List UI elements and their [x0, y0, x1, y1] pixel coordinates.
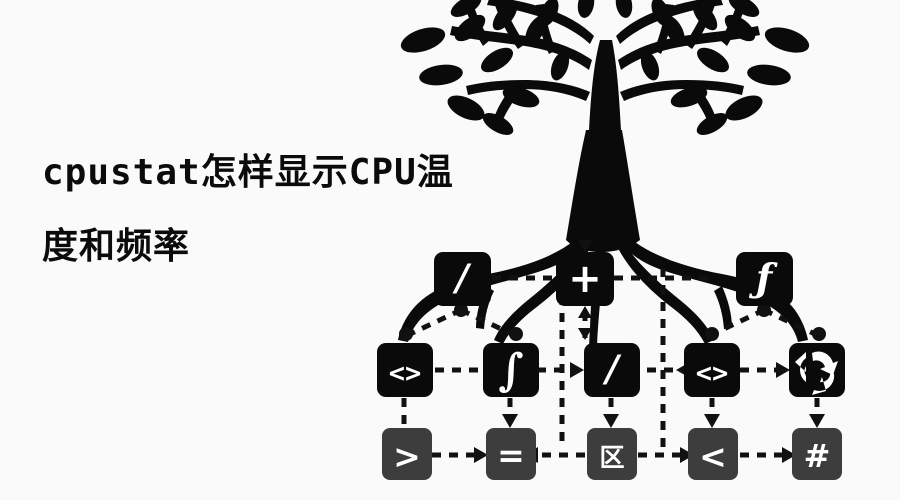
leaf — [419, 64, 463, 86]
arrowhead-right — [680, 447, 694, 463]
leaf — [502, 86, 540, 108]
node-cjk-block[interactable]: 区 — [587, 428, 637, 480]
node-box — [483, 343, 539, 397]
branch-left-lower — [466, 80, 590, 101]
root-right-branchlet — [714, 286, 732, 329]
node-box — [486, 428, 536, 480]
leaf — [492, 1, 518, 31]
tree-illustration — [398, 0, 810, 360]
junction-dot — [705, 327, 719, 341]
integral-icon: ∫ — [498, 345, 523, 396]
equals-icon: = — [497, 436, 525, 475]
node-greater-than[interactable]: > — [382, 428, 432, 480]
arrowhead-down — [809, 414, 825, 428]
code-brackets-icon: <> — [696, 358, 729, 389]
junction-dot — [454, 303, 468, 317]
root-right-inner — [619, 246, 714, 344]
node-box — [688, 428, 738, 480]
arrowhead-right — [776, 362, 790, 378]
leaf — [670, 86, 708, 108]
leaf — [400, 27, 446, 53]
arrowhead-down — [704, 414, 720, 428]
arrowhead-down — [578, 328, 592, 340]
divide-slash-icon: / — [602, 348, 622, 390]
arrowhead-right — [474, 447, 488, 463]
hash-icon: # — [804, 437, 831, 475]
less-than-icon: < — [699, 437, 727, 476]
junction-dot — [757, 303, 771, 317]
cjk-glyph-icon: 区 — [599, 443, 624, 472]
title-line-1: cpustat怎样显示CPU温 — [42, 152, 454, 193]
node-box — [792, 428, 842, 480]
plus-icon: + — [568, 256, 602, 302]
leaf — [697, 47, 729, 73]
node-code-left[interactable]: <> — [377, 343, 433, 397]
leaf — [728, 0, 760, 17]
leaf — [724, 14, 756, 42]
branch-right-lower — [620, 80, 744, 101]
node-divide-mid[interactable]: / — [584, 343, 640, 397]
leaf — [696, 113, 728, 135]
graph-arrowheads — [399, 240, 826, 463]
node-box — [736, 252, 793, 306]
node-box — [556, 252, 614, 306]
arrowhead-right — [570, 362, 584, 378]
tree-trunk-base — [566, 130, 640, 252]
node-box — [434, 252, 491, 306]
junction-dot — [509, 327, 523, 341]
leaf — [482, 113, 514, 135]
code-brackets-icon: <> — [389, 358, 422, 389]
arrowhead-down — [578, 240, 592, 252]
leaf — [539, 0, 559, 27]
node-plus[interactable]: + — [556, 252, 614, 306]
junction-dot — [399, 327, 413, 341]
greater-than-icon: > — [393, 437, 421, 476]
node-less-than[interactable]: < — [688, 428, 738, 480]
arrowhead-up — [578, 306, 592, 318]
leaf — [692, 1, 718, 31]
leaf — [447, 95, 485, 121]
node-box — [587, 428, 637, 480]
leaf — [747, 64, 791, 86]
arrowhead-right — [782, 447, 796, 463]
leaf — [577, 0, 595, 18]
leaf — [450, 0, 482, 17]
node-box — [684, 343, 740, 397]
cover-title: cpustat怎样显示CPU温 度和频率 — [42, 155, 512, 265]
node-function[interactable]: ƒ — [736, 252, 793, 306]
leaf — [725, 95, 763, 121]
leaf — [454, 14, 486, 42]
recycle-cycle-icon — [795, 351, 838, 395]
root-right-outer — [624, 240, 808, 342]
node-hash[interactable]: # — [792, 428, 842, 480]
leaf — [651, 0, 671, 27]
node-recycle[interactable] — [789, 343, 845, 397]
node-integral[interactable]: ∫ — [483, 343, 539, 397]
arrowhead-down — [502, 414, 518, 428]
node-box — [789, 343, 845, 397]
divide-slash-icon: / — [452, 257, 472, 299]
title-line-2: 度和频率 — [42, 226, 191, 267]
node-divide-top[interactable]: / — [434, 252, 491, 306]
leaf — [615, 0, 633, 18]
root-left-outer — [398, 240, 584, 342]
arrowhead-down — [603, 414, 619, 428]
node-box — [377, 343, 433, 397]
leaf — [481, 47, 513, 73]
node-box — [382, 428, 432, 480]
node-equals[interactable]: = — [486, 428, 536, 480]
node-code-right[interactable]: <> — [684, 343, 740, 397]
junction-dot — [812, 327, 826, 341]
leaf — [550, 51, 570, 81]
leaf — [764, 27, 810, 53]
leaf — [640, 51, 660, 81]
node-box — [584, 343, 640, 397]
